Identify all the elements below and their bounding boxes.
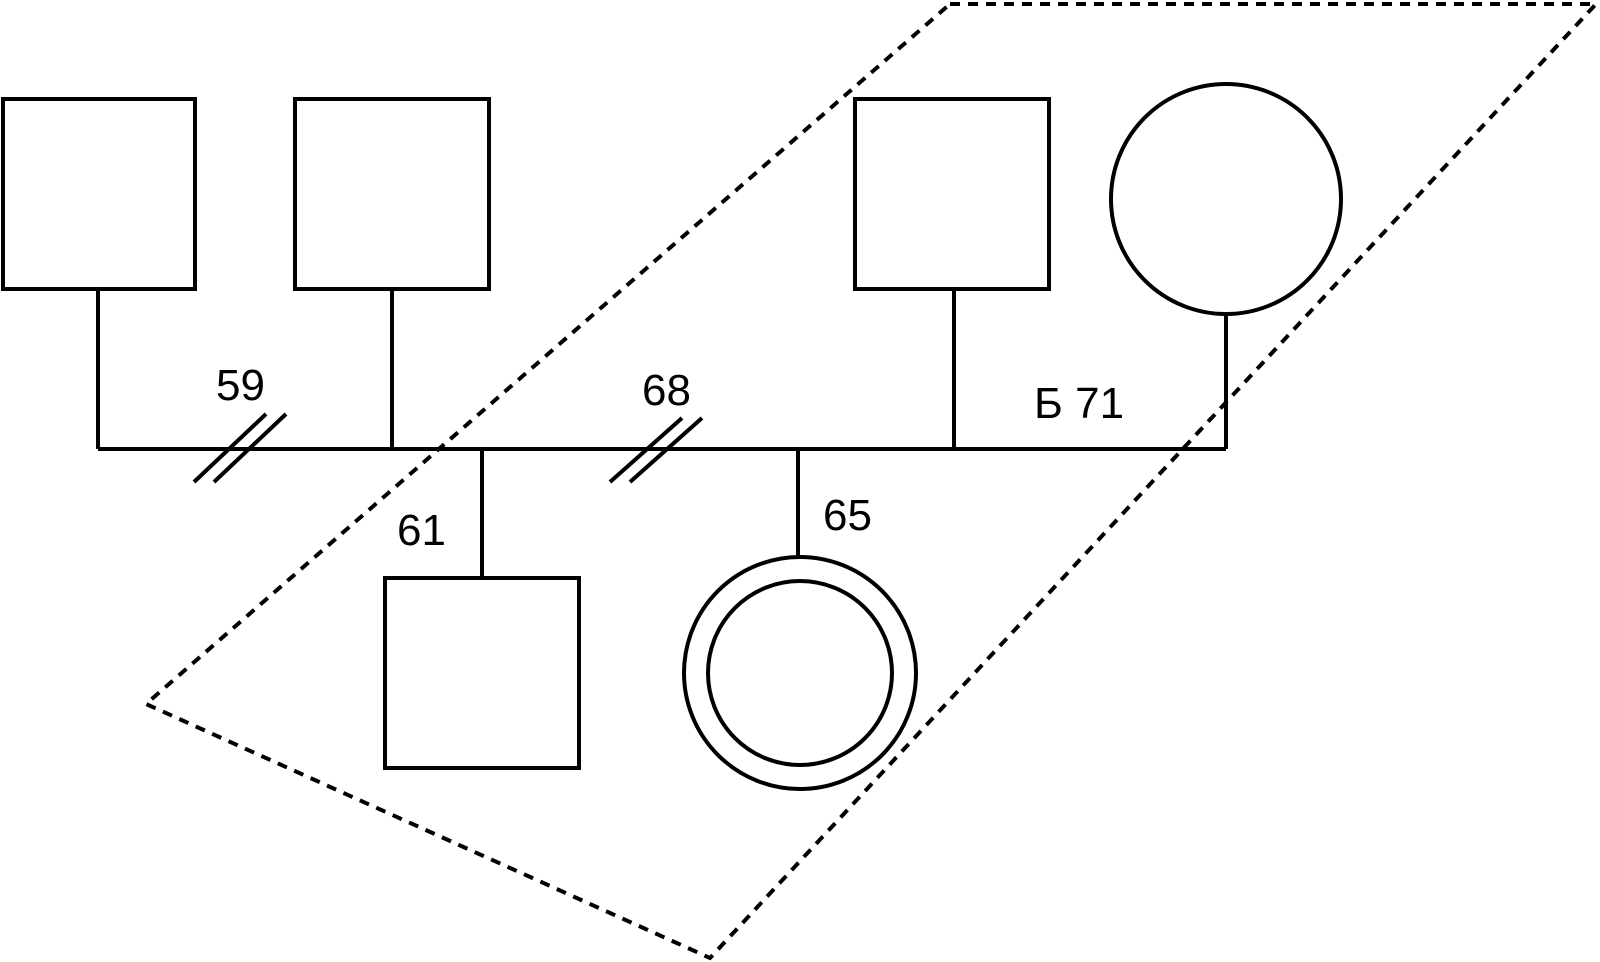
child-male-box: [383, 576, 581, 770]
label-b71: Б 71: [1034, 379, 1124, 428]
male-3-box: [853, 97, 1051, 291]
male-1-box: [1, 97, 197, 291]
dashed-boundary: [142, 2, 1600, 961]
female-1-circle: [1109, 82, 1343, 316]
separation-mark-59: [192, 412, 288, 484]
male-2-box: [293, 97, 491, 291]
label-59: 59: [216, 361, 265, 410]
label-61: 61: [397, 506, 446, 555]
label-65: 65: [823, 491, 872, 540]
child-female-inner-circle: [706, 579, 894, 767]
label-68: 68: [642, 366, 691, 415]
separation-mark-68: [608, 416, 704, 484]
